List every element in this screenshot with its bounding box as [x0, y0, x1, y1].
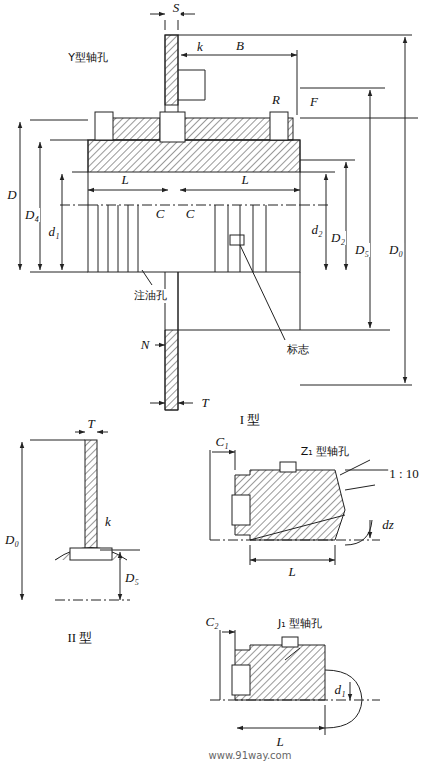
- dim-symbol: C₁: [214, 435, 229, 449]
- z1-hub-view: [210, 450, 395, 565]
- dim-symbol: d₁: [47, 225, 60, 239]
- bore-type: Z₁ 型轴孔: [300, 445, 350, 459]
- bore-type: Y型轴孔: [67, 51, 109, 65]
- dim-symbol: L: [287, 565, 296, 579]
- dim-symbol: B: [235, 39, 245, 53]
- bore-type: J₁ 型轴孔: [277, 617, 323, 631]
- dim-symbol: R: [271, 93, 281, 107]
- mark-label: 标志: [286, 343, 310, 357]
- dim-symbol: L: [120, 173, 129, 187]
- dim-symbol: D₂: [330, 231, 346, 245]
- dim-symbol: S: [172, 1, 181, 15]
- dim-symbol: d₂: [310, 223, 323, 237]
- view-title: II 型: [67, 631, 94, 645]
- dim-symbol: C₂: [204, 615, 219, 629]
- dim-symbol: L: [275, 735, 284, 749]
- dim-symbol: d₁: [333, 683, 346, 697]
- dim-symbol: D: [6, 188, 17, 202]
- view-title: I 型: [239, 413, 262, 427]
- dim-symbol: D₀: [4, 533, 20, 547]
- view-ii: [22, 432, 140, 600]
- j1-hub-view: [210, 630, 380, 735]
- dim-symbol: T: [86, 417, 95, 431]
- watermark: www.91way.com: [208, 749, 293, 763]
- main-view: [20, 14, 418, 410]
- dim-symbol: k: [104, 515, 112, 529]
- dim-symbol: D₅: [354, 243, 370, 257]
- dim-symbol: D₄: [24, 208, 40, 222]
- dim-symbol: k: [196, 40, 204, 54]
- dim-symbol: D₅: [124, 571, 140, 585]
- dim-symbol: D₀: [388, 243, 404, 257]
- oil-hole: 注油孔: [133, 289, 168, 303]
- dim-symbol: dz: [381, 518, 395, 532]
- taper-ratio: 1 : 10: [388, 467, 420, 481]
- dim-symbol: C: [185, 207, 196, 221]
- dim-symbol: L: [240, 173, 249, 187]
- dim-symbol: C: [155, 207, 166, 221]
- dim-symbol: F: [309, 95, 319, 109]
- dim-symbol: T: [200, 396, 209, 410]
- dim-symbol: N: [140, 338, 151, 352]
